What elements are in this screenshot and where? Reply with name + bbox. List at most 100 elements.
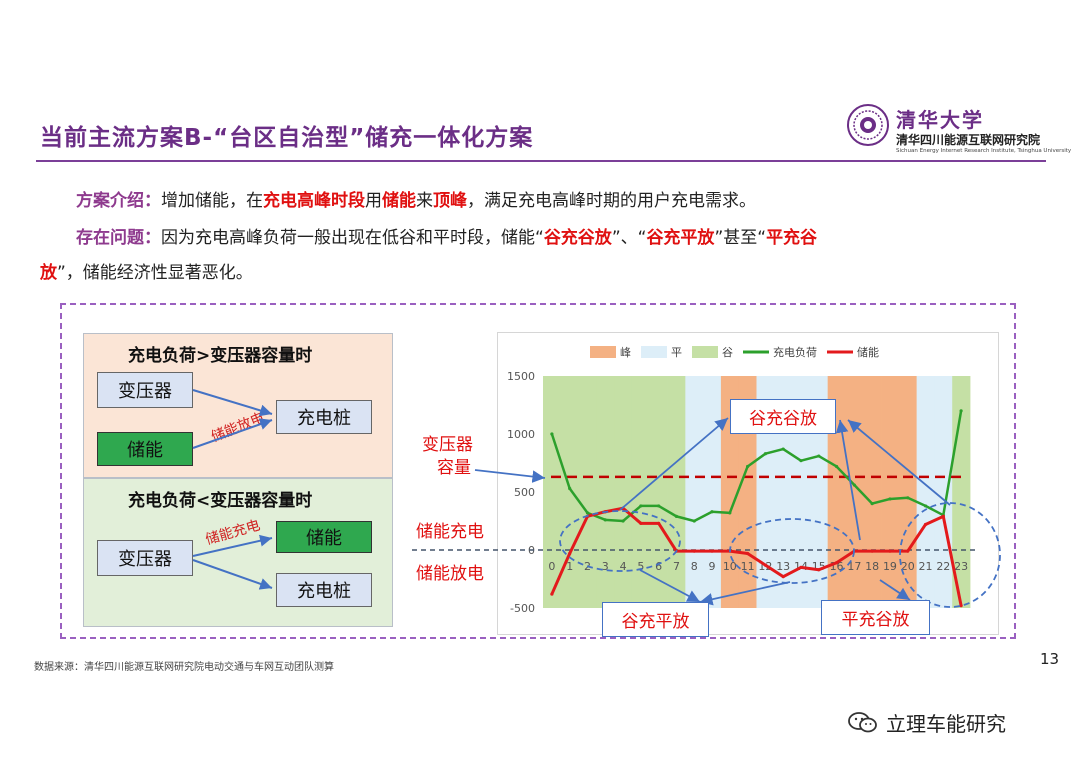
- legend-label: 储能: [857, 345, 879, 359]
- series-point: [834, 561, 839, 565]
- period-band-peak: [738, 376, 757, 608]
- arrow: [192, 534, 273, 557]
- period-band-valley: [667, 376, 686, 608]
- series-point: [923, 522, 928, 527]
- y-tick-label: 1500: [507, 370, 535, 383]
- storage-charge-label: 储能充电: [416, 522, 484, 542]
- series-point: [568, 486, 572, 491]
- period-band-valley: [649, 376, 668, 608]
- issue-emphasis: 放: [40, 263, 57, 283]
- intro-emphasis: 充电高峰时段: [263, 191, 365, 211]
- series-point: [817, 568, 821, 572]
- intro-label: 方案介绍：: [76, 191, 161, 211]
- series-point: [781, 447, 785, 451]
- arrow: [192, 418, 273, 449]
- legend-label: 峰: [620, 346, 631, 359]
- capacity-label-line2: 容量: [437, 458, 471, 478]
- period-band-valley: [543, 376, 562, 608]
- logo-institute-english: Sichuan Energy Internet Research Institu…: [896, 148, 1072, 154]
- x-tick-label: 22: [936, 560, 950, 573]
- x-tick-label: 7: [673, 560, 680, 573]
- series-line: [550, 410, 963, 523]
- x-tick-label: 1: [566, 560, 573, 573]
- series-point: [781, 575, 785, 579]
- period-band-peak: [881, 376, 900, 608]
- x-tick-label: 0: [548, 560, 555, 573]
- series-point: [888, 549, 892, 553]
- x-tick-label: 5: [637, 560, 644, 573]
- page-title: 当前主流方案B-“台区自治型”储充一体化方案: [40, 125, 534, 151]
- legend-label: 充电负荷: [773, 345, 817, 359]
- capacity-label-line1: 变压器: [422, 435, 473, 455]
- annotation-arrow: [619, 417, 729, 511]
- period-band-peak: [827, 376, 846, 608]
- y-tick-label: -500: [510, 602, 535, 615]
- legend-swatch: [641, 346, 667, 358]
- period-band-flat: [685, 376, 704, 608]
- x-tick-label: 23: [954, 560, 968, 573]
- series-point: [959, 409, 963, 413]
- series-point: [746, 551, 750, 556]
- period-band-peak: [898, 376, 918, 608]
- annotation-arrow: [879, 579, 911, 601]
- x-tick-label: 3: [602, 560, 609, 573]
- watermark-text: 立理车能研究: [886, 712, 1006, 736]
- x-tick-label: 4: [620, 560, 627, 573]
- series-point: [799, 459, 803, 463]
- x-tick-label: 19: [883, 560, 897, 573]
- series-point: [639, 521, 643, 525]
- storage-discharge-label: 储能放电: [416, 564, 484, 584]
- series-point: [710, 510, 714, 514]
- period-band-flat: [916, 376, 935, 608]
- annotation-arrow: [474, 469, 546, 483]
- issue-text: ”甚至“: [714, 228, 767, 248]
- annotation-arrow: [639, 569, 701, 603]
- series-point: [657, 521, 661, 525]
- annotation-arrow: [835, 419, 861, 541]
- logo-institute-name: 清华四川能源互联网研究院: [896, 133, 1041, 147]
- intro-emphasis: 储能: [382, 191, 416, 211]
- series-point: [674, 514, 679, 518]
- period-band-flat: [703, 376, 722, 608]
- arrow: [192, 559, 273, 590]
- transformer-box: 变压器: [97, 540, 193, 576]
- x-tick-label: 8: [691, 560, 698, 573]
- issue-text: 因为充电高峰负荷一般出现在低谷和平时段，储能“: [161, 228, 544, 248]
- series-point: [550, 432, 554, 436]
- issue-paragraph-line2: 放”，储能经济性显著恶化。: [40, 262, 253, 284]
- period-band-valley: [578, 376, 597, 608]
- y-tick-label: 1000: [507, 428, 535, 441]
- arrow: [192, 389, 273, 417]
- annotation-arrow: [699, 581, 791, 606]
- legend-swatch: [692, 346, 718, 358]
- series-point: [817, 454, 821, 458]
- period-band-valley: [596, 376, 615, 608]
- callout-flat-valley: 平充谷放: [821, 600, 930, 635]
- transformer-box: 变压器: [97, 372, 193, 408]
- series-point: [852, 483, 856, 487]
- x-tick-label: 11: [741, 560, 755, 573]
- data-source-note: 数据来源：清华四川能源互联网研究院电动交通与车网互动团队测算: [34, 662, 334, 673]
- x-tick-label: 10: [723, 560, 737, 573]
- title-divider: [36, 160, 1046, 162]
- series-point: [692, 549, 696, 553]
- x-tick-label: 17: [847, 560, 861, 573]
- x-tick-label: 18: [865, 560, 879, 573]
- highlight-ellipse: [559, 510, 681, 572]
- series-point: [906, 549, 910, 553]
- issue-emphasis: 谷充谷放: [543, 228, 612, 248]
- highlight-ellipse: [899, 502, 1001, 608]
- intro-emphasis: 顶峰: [433, 191, 467, 211]
- series-point: [639, 504, 643, 508]
- series-point: [692, 519, 696, 523]
- watermark: 立理车能研究: [848, 708, 1006, 737]
- page-number: 13: [1040, 650, 1060, 668]
- series-point: [870, 549, 874, 553]
- wechat-icon: [848, 711, 877, 732]
- storage-box: 储能: [276, 521, 372, 553]
- period-band-flat: [934, 376, 953, 608]
- intro-text: ，满足充电高峰时期的用户充电需求。: [467, 191, 756, 211]
- series-point: [603, 518, 607, 522]
